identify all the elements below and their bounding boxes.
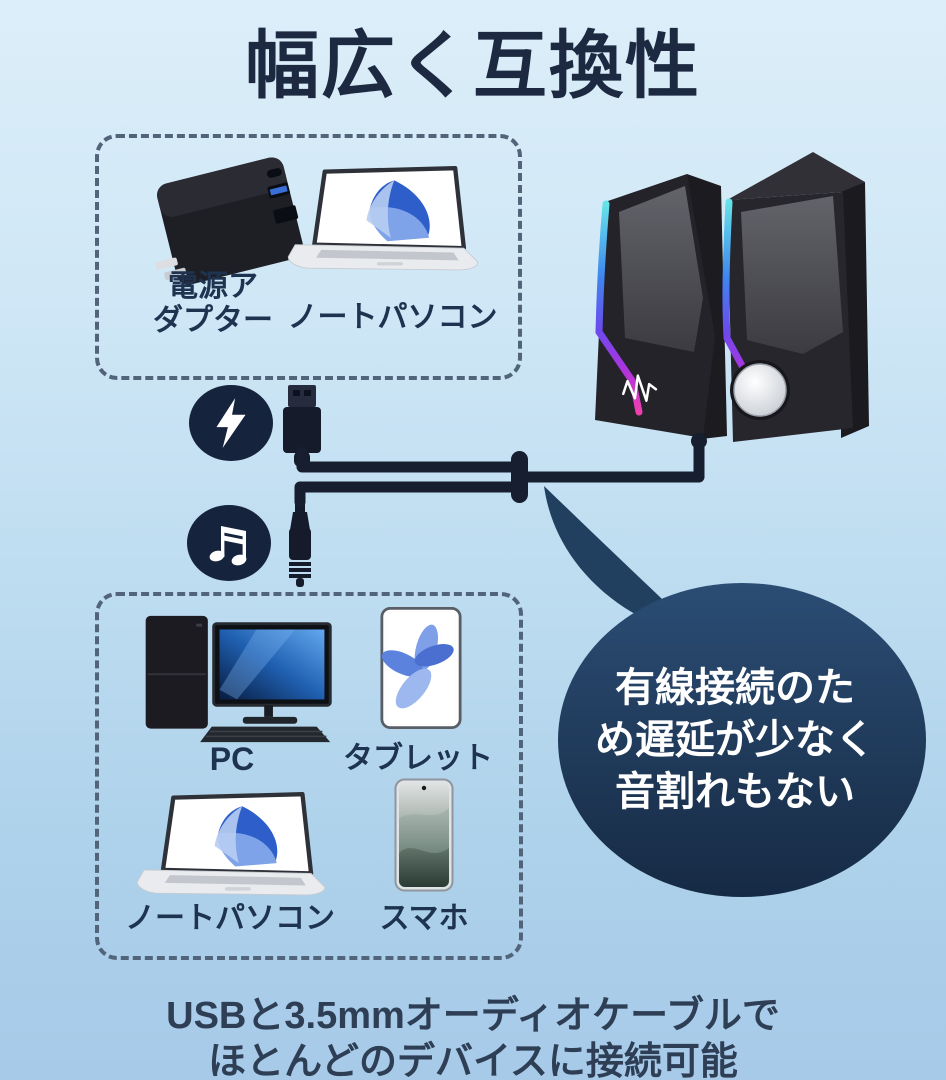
- music-notes-icon: [209, 526, 247, 566]
- audio-cable: [294, 481, 524, 508]
- laptop-label: ノートパソコン: [287, 301, 498, 334]
- speakers-figure: [595, 152, 869, 442]
- laptop-label-2: ノートパソコン: [125, 902, 335, 935]
- smartphone-label: スマホ: [379, 902, 469, 935]
- audio-badge: [187, 505, 271, 581]
- bubble-line: め遅延が少なく: [595, 718, 875, 762]
- pc-label: PC: [209, 741, 255, 777]
- desktop-pc-figure: [145, 615, 332, 743]
- usb-cable: [296, 446, 524, 473]
- speech-bubble: [544, 486, 926, 897]
- laptop-figure-2: [132, 788, 330, 908]
- power-sources-group: [95, 134, 522, 380]
- lightning-icon: [216, 398, 246, 448]
- page-title: 幅広く互換性: [245, 24, 701, 107]
- laptop-figure: [283, 160, 483, 285]
- tablet-label: タブレット: [343, 742, 493, 775]
- soundwave-logo-icon: [621, 374, 658, 402]
- power-badge: [189, 385, 273, 461]
- caption-line: USBと3.5mmオーディオケーブルで: [166, 995, 780, 1037]
- caption: USBと3.5mmオーディオケーブルで ほとんどのデバイスに接続可能: [0, 993, 946, 1080]
- playback-devices-group: [95, 592, 523, 960]
- usb-plug-icon: [283, 385, 321, 467]
- audio-jack-icon: [289, 498, 311, 587]
- power-adapter-figure: [155, 157, 304, 285]
- power-adapter-label: 電源ア ダプター: [153, 270, 273, 337]
- caption-line: ほとんどのデバイスに接続可能: [208, 1041, 738, 1080]
- tablet-figure: [380, 606, 462, 730]
- bubble-line: 音割れもない: [615, 770, 855, 814]
- bubble-line: 有線接続のた: [615, 666, 855, 710]
- smartphone-figure: [394, 778, 454, 892]
- speech-bubble-text: 有線接続のた め遅延が少なく 音割れもない: [540, 662, 930, 818]
